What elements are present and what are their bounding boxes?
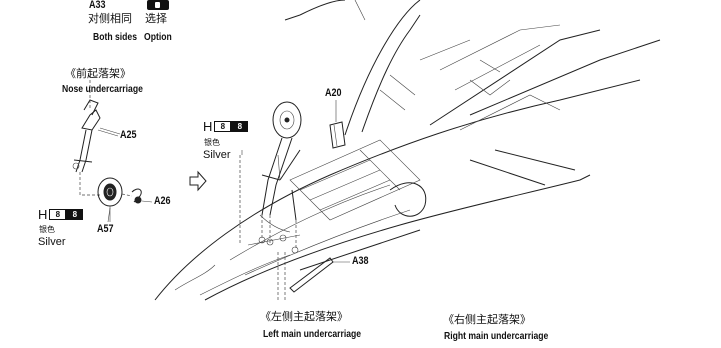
part-number-A38: A38 — [352, 255, 369, 267]
arrow-right-icon — [189, 170, 207, 192]
both-sides-en: Both sides — [93, 31, 138, 43]
option-icon — [147, 0, 169, 10]
paint-callout-main: H 8 8 — [203, 118, 249, 134]
main-gear-leg — [239, 101, 302, 300]
paint-swatch-black: 8 — [66, 208, 84, 220]
option-cn: 选择 — [145, 12, 167, 25]
nose-gear-title-cn: 《前起落架》 — [65, 67, 131, 80]
option-en: Option — [144, 31, 172, 43]
paint-swatch-white: 8 — [214, 120, 232, 132]
fuselage-outline — [154, 0, 661, 301]
nose-gear-assembly — [72, 75, 153, 222]
right-main-gear-title-en: Right main undercarriage — [444, 330, 549, 342]
paint-letter: H — [38, 206, 48, 222]
right-main-gear-title-cn: 《右侧主起落架》 — [443, 313, 531, 326]
left-main-gear-title-en: Left main undercarriage — [263, 328, 362, 340]
part-number-A33: A33 — [89, 0, 106, 11]
part-A20-shape — [329, 100, 346, 149]
paint-swatch-black: 8 — [231, 120, 249, 132]
paint-color-en: Silver — [38, 236, 66, 248]
paint-color-cn: 银色 — [204, 138, 220, 147]
paint-letter: H — [203, 118, 213, 134]
paint-callout-nose: H 8 8 — [38, 206, 84, 222]
both-sides-cn: 对侧相同 — [88, 12, 132, 25]
part-number-A57: A57 — [97, 223, 114, 235]
left-main-gear-title-cn: 《左侧主起落架》 — [260, 310, 348, 323]
paint-color-en: Silver — [203, 149, 231, 161]
part-number-A25: A25 — [120, 129, 137, 141]
part-number-A20: A20 — [325, 87, 342, 99]
paint-swatch-white: 8 — [49, 208, 67, 220]
nose-gear-title-en: Nose undercarriage — [62, 83, 143, 95]
part-number-A26: A26 — [154, 195, 171, 207]
paint-color-cn: 银色 — [39, 225, 55, 234]
part-A38-shape — [289, 257, 350, 293]
